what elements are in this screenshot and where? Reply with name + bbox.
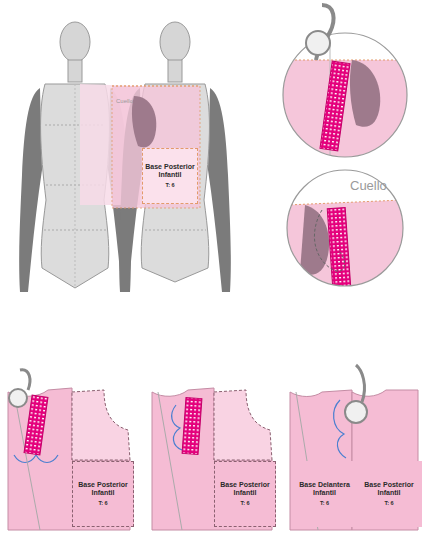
pattern-panel-part xyxy=(345,401,367,423)
back-mannequin-part xyxy=(160,22,190,62)
zoom-circle-part xyxy=(283,33,407,157)
pattern-panel-part xyxy=(356,365,364,402)
zoom-circle-part xyxy=(306,31,330,55)
pattern-panel-part xyxy=(9,389,27,407)
zoom-circle-part xyxy=(283,60,413,61)
zoom-circle xyxy=(287,170,403,290)
piece-name: Base Delantera Infantil xyxy=(293,481,356,497)
pattern-piece-label-box: Base Posterior Infantil T: 6 xyxy=(214,461,276,527)
zoom-circle-part xyxy=(287,200,403,205)
piece-name: T: 6 xyxy=(320,500,329,506)
region-label: Cuello xyxy=(116,98,133,104)
zoom-circle-part xyxy=(287,200,403,290)
zoom-circle-part xyxy=(320,61,350,151)
piece-name: Base Posterior Infantil xyxy=(356,481,422,497)
back-mannequin-part xyxy=(168,60,182,82)
pattern-piece-label-box: Base Posterior Infantil T: 6 xyxy=(356,461,422,527)
zoom-circle-part xyxy=(283,40,413,160)
pattern-panel-part xyxy=(24,395,48,455)
pattern-panel-part xyxy=(334,400,346,458)
pattern-panel-part xyxy=(158,392,182,530)
pattern-piece-part xyxy=(132,96,156,147)
pattern-panel-part xyxy=(182,398,202,455)
zoom-circle-part xyxy=(287,170,403,286)
pattern-piece-part xyxy=(112,86,200,208)
pattern-piece-label-box: Base Posterior Infantil T: 6 xyxy=(142,148,198,204)
piece-name: T: 6 xyxy=(98,500,107,506)
pattern-piece-part xyxy=(112,86,200,87)
pattern-panel-part xyxy=(172,405,182,450)
front-mannequin-part xyxy=(60,22,90,62)
zoom-circle-part xyxy=(287,200,403,290)
zoom-circle-part xyxy=(283,60,413,160)
zoom-circle-part xyxy=(350,60,380,127)
back-mannequin-part xyxy=(208,88,231,292)
piece-name: Base Posterior Infantil xyxy=(143,163,197,179)
pattern-panel-part xyxy=(72,390,130,460)
piece-name: Base Posterior Infantil xyxy=(73,481,133,497)
pattern-piece-label-box: Base Delantera Infantil T: 6 xyxy=(293,461,356,527)
piece-name: T: 6 xyxy=(165,182,174,188)
zoom-circle-part xyxy=(327,207,351,288)
back-mannequin-part xyxy=(145,230,206,231)
front-mannequin-part xyxy=(68,60,82,82)
piece-name: Base Posterior Infantil xyxy=(215,481,275,497)
pattern-panel-part xyxy=(20,370,30,390)
pattern-piece xyxy=(112,86,200,208)
piece-name: T: 6 xyxy=(384,500,393,506)
zoom-circle xyxy=(283,5,413,160)
region-label: Cuello xyxy=(350,178,387,193)
pattern-panel-part xyxy=(14,455,58,463)
pattern-piece-label-box: Base Posterior Infantil T: 6 xyxy=(72,461,134,527)
piece-name: T: 6 xyxy=(240,500,249,506)
zoom-circle-part xyxy=(314,210,344,271)
front-mannequin-part xyxy=(19,88,42,292)
pattern-panel-part xyxy=(214,390,272,460)
front-mannequin-part xyxy=(75,84,76,286)
